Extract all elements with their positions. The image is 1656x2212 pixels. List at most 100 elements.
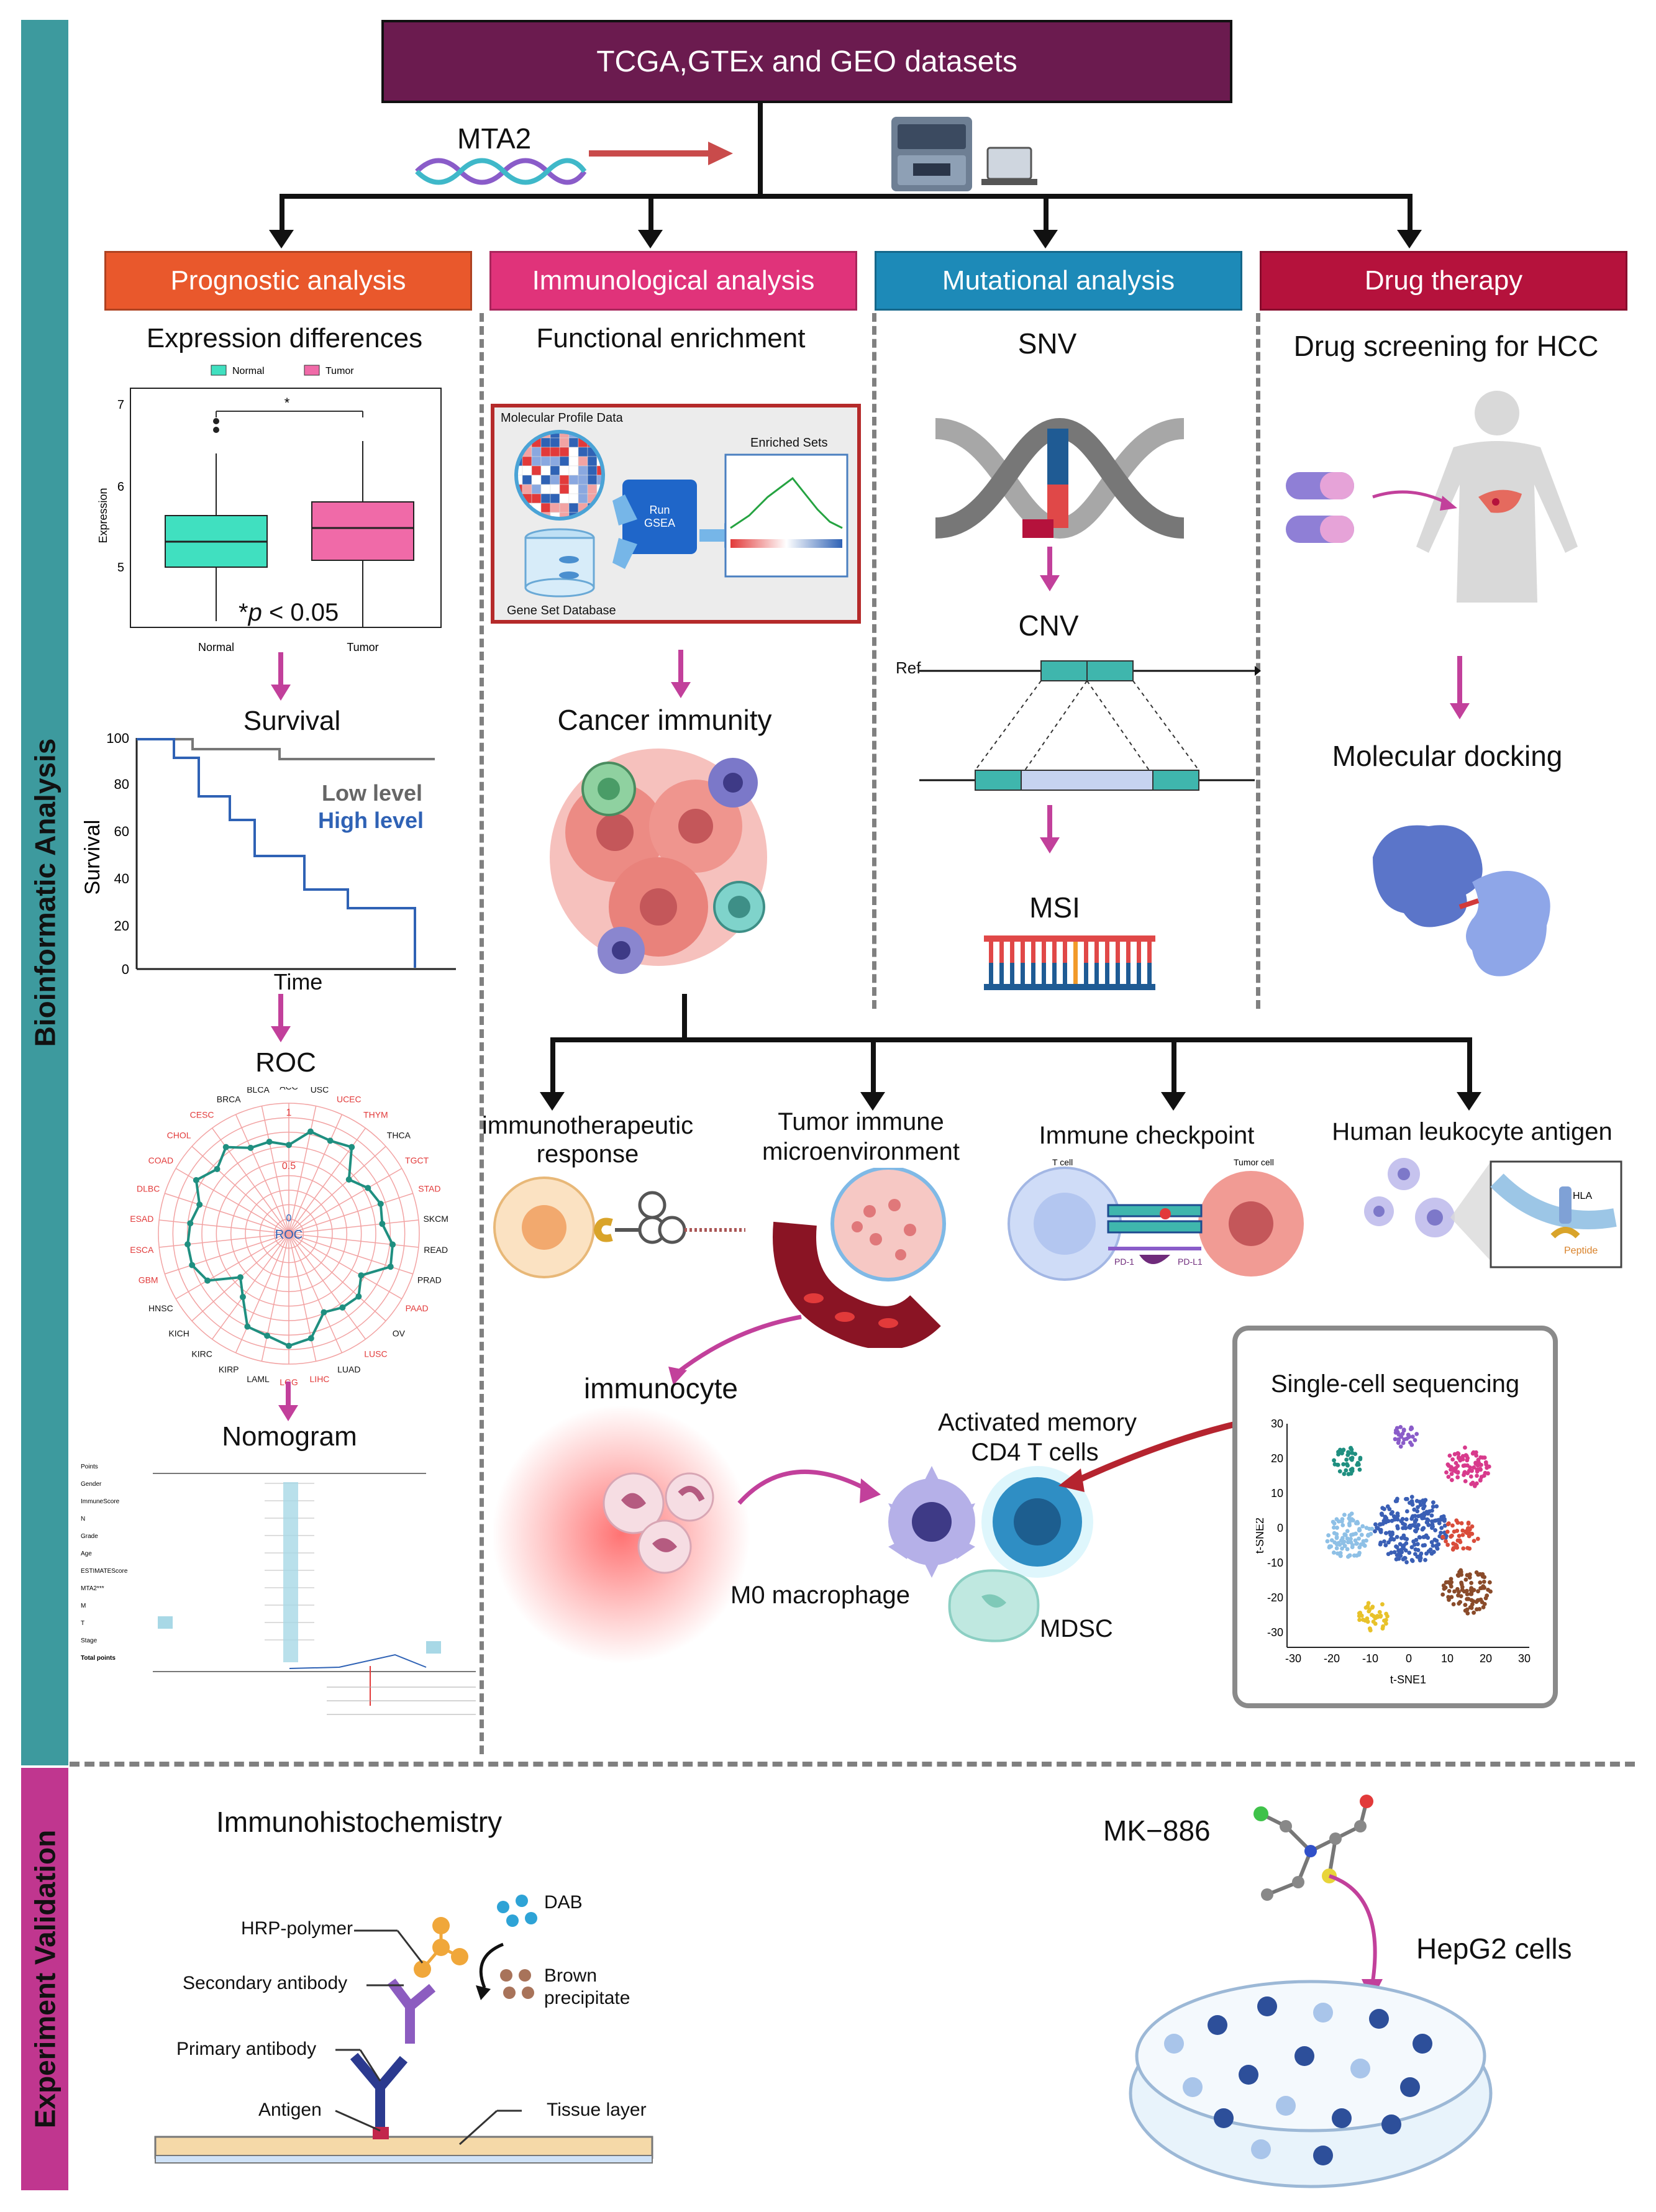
ytick-7: 7 (117, 398, 124, 412)
tree-branch (280, 194, 1413, 199)
m0-label: M0 macrophage (730, 1582, 911, 1609)
roc-label: OV (393, 1328, 406, 1338)
sidebar-bioinformatic-label: Bioinformatic Analysis (29, 738, 61, 1047)
roc-label: PAAD (406, 1303, 429, 1313)
roc-label: THYM (363, 1109, 388, 1119)
immune-branch-bar (550, 1037, 1472, 1042)
response-line2: response (536, 1140, 639, 1168)
roc-point (327, 1137, 334, 1144)
arrow-to-nomogram (278, 1381, 298, 1421)
surv-ytick-100: 100 (106, 731, 129, 746)
nomogram-row-label: Age (81, 1550, 92, 1557)
gsea-db-label: Gene Set Database (507, 604, 616, 617)
roc-point (307, 1128, 314, 1135)
nomogram-row-label: ImmuneScore (81, 1498, 120, 1505)
box-ylabel: Expression (97, 488, 109, 543)
pvalue-rest: < 0.05 (262, 599, 339, 626)
roc-point (379, 1221, 386, 1227)
immunocyte-cells (603, 1472, 714, 1574)
surv-ytick-80: 80 (114, 776, 129, 792)
gsea-mol-label: Molecular Profile Data (501, 411, 623, 425)
primary-label: Primary antibody (176, 2039, 317, 2059)
immune-branch-trunk (682, 994, 687, 1040)
tsne-xlabel: t-SNE1 (1390, 1673, 1426, 1686)
cnv-diagram (919, 660, 1261, 791)
tme-illustration (773, 1168, 946, 1348)
tme-line1: Tumor immune (778, 1108, 944, 1136)
svg-text:30: 30 (1271, 1418, 1283, 1430)
survival-curve: 100 80 60 40 20 0 Survival (81, 731, 456, 977)
hrp-label: HRP-polymer (241, 1918, 353, 1939)
brown-line1: Brown (544, 1965, 598, 1986)
roc-radar: ACCUSCUCECTHYMTHCATGCTSTADSKCMREADPRADPA… (130, 1087, 448, 1385)
roc-label: READ (424, 1245, 448, 1255)
pdl1-label: PD-L1 (1178, 1257, 1203, 1267)
roc-label: KIRP (219, 1364, 239, 1374)
legend-tumor: Tumor (325, 366, 354, 376)
roc-label: UCEC (337, 1095, 362, 1104)
nomogram-row-label: Stage (81, 1637, 98, 1644)
svg-text:20: 20 (1480, 1652, 1492, 1665)
svg-text:10: 10 (1271, 1487, 1283, 1500)
brown-line2: precipitate (544, 1988, 630, 2008)
roc-label: CESC (190, 1109, 214, 1119)
checkpoint-title: Immune checkpoint (1039, 1122, 1255, 1149)
roc-point (307, 1335, 314, 1342)
header-drug: Drug therapy (1260, 251, 1627, 311)
svg-text:-10: -10 (1267, 1557, 1283, 1569)
low-level-label: Low level (322, 780, 423, 806)
separator-1 (480, 313, 484, 1754)
pvalue-p: p (248, 599, 262, 626)
sidebar-bioinformatic: Bioinformatic Analysis (21, 20, 68, 1765)
roc-label: STAD (418, 1183, 440, 1193)
cancer-immunity-title: Cancer immunity (557, 704, 772, 736)
pd1-label: PD-1 (1114, 1257, 1134, 1267)
gsea-enriched-label: Enriched Sets (750, 436, 828, 450)
roc-point (189, 1262, 196, 1268)
ihc-diagram (154, 1895, 653, 2164)
roc-point (377, 1200, 384, 1207)
roc-tick-0: 0 (286, 1213, 292, 1224)
roc-label: LGG (280, 1377, 298, 1385)
arrow-mutational (1033, 194, 1058, 248)
roc-label: LUSC (364, 1349, 387, 1359)
roc-tick-05: 0.5 (282, 1161, 296, 1172)
roc-center-label: ROC (275, 1228, 303, 1242)
roc-point (239, 1293, 246, 1300)
roc-point (348, 1144, 355, 1150)
arrow-to-roc (271, 994, 291, 1042)
header-mutational-label: Mutational analysis (942, 265, 1175, 296)
roc-label: LAML (247, 1374, 270, 1384)
tcell-label: T cell (1052, 1157, 1073, 1167)
nomogram-row-label: Points (81, 1463, 98, 1470)
header-prognostic-label: Prognostic analysis (170, 265, 406, 296)
nomogram-row-label: T (81, 1620, 84, 1627)
header-mutational: Mutational analysis (875, 251, 1242, 311)
roc-point (286, 1142, 292, 1149)
ihc-title: Immunohistochemistry (216, 1806, 503, 1838)
roc-point (365, 1185, 371, 1191)
roc-label: USC (311, 1087, 329, 1095)
legend-normal: Normal (232, 366, 265, 376)
datasets-title-box: TCGA,GTEx and GEO datasets (381, 20, 1232, 103)
msi-title: MSI (1029, 891, 1080, 924)
header-immunological: Immunological analysis (489, 251, 857, 311)
roc-point (264, 1332, 271, 1339)
roc-label: LUAD (337, 1364, 360, 1374)
dab-label: DAB (544, 1892, 583, 1913)
roc-label: PRAD (417, 1275, 442, 1285)
roc-label: LIHC (310, 1374, 330, 1384)
cnv-title: CNV (1018, 609, 1079, 642)
nomogram-row-label: M (81, 1603, 86, 1609)
box-cat-tumor: Tumor (347, 641, 378, 653)
survival-title: Survival (243, 706, 341, 736)
immunocyte-glow (491, 1404, 752, 1665)
surv-ytick-20: 20 (114, 918, 129, 934)
surv-xlabel: Time (273, 969, 323, 994)
section-divider (70, 1762, 1635, 1767)
nomogram-title: Nomogram (222, 1421, 357, 1452)
gsea-panel: Molecular Profile Data Enriched Sets Gen… (491, 404, 861, 624)
docking-title: Molecular docking (1332, 740, 1563, 772)
box-sig: * (284, 395, 290, 411)
arrow-checkpoint (1161, 1037, 1186, 1111)
